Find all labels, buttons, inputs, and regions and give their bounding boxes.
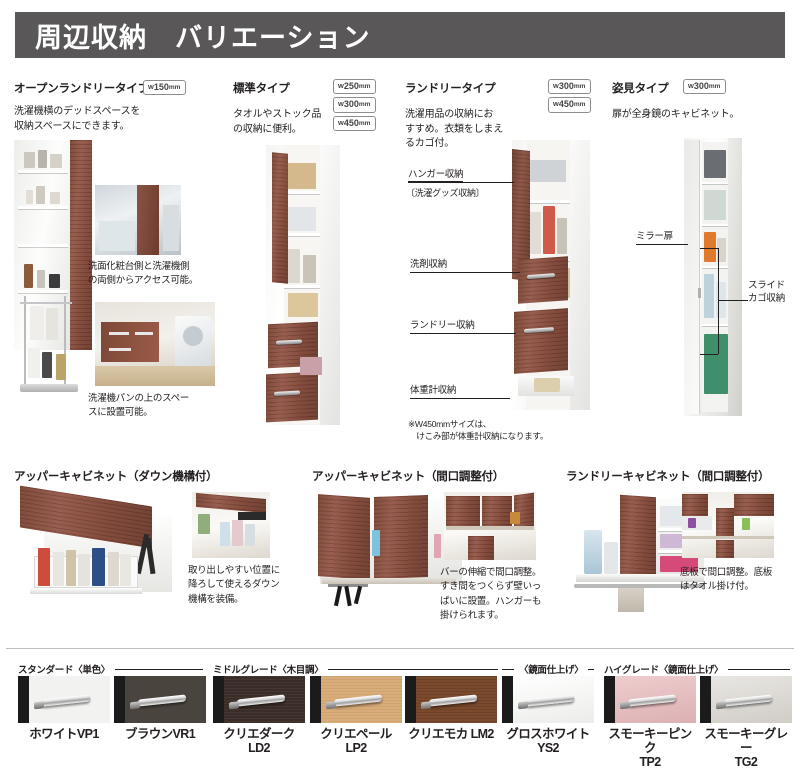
photo-open-laundry-access <box>95 185 181 255</box>
callout-hanger-sub: 〔洗濯グッズ収納〕 <box>406 188 485 198</box>
callout-slide-basket-label: スライド カゴ収納 <box>748 280 785 304</box>
grade-label: 〈鏡面仕上げ〉 <box>519 665 584 676</box>
section-title-laundry: ランドリータイプ <box>405 83 496 95</box>
grade-label: ミドルグレード〈木目調〉 <box>213 665 324 676</box>
section-desc-open-laundry: 洗濯機横のデッドスペースを 収納スペースにできます。 <box>14 106 141 132</box>
color-name: ブラウンVR1 <box>124 727 196 741</box>
color-swatch-brown-vr1[interactable]: ブラウンVR1 <box>114 676 206 741</box>
width-badge: w300mm <box>548 79 592 95</box>
badges-laundry: w300mm w450mm <box>548 79 592 113</box>
width-badge: w300mm <box>333 97 377 113</box>
section-desc-laundry: 洗濯用品の収納にお すすめ。衣類をしまえ るカゴ付。 <box>405 109 503 149</box>
photo-laundry-cab-usage <box>682 492 774 558</box>
grade-heading-high: ハイグレード〈鏡面仕上げ〉 <box>604 662 790 676</box>
color-swatch-crie-dark-ld2[interactable]: クリエダークLD2 <box>213 676 305 755</box>
width-badge: w450mm <box>548 97 592 113</box>
grade-heading-gloss: 〈鏡面仕上げ〉 <box>502 662 594 676</box>
callout-scale-label: 体重計収納 <box>410 385 457 396</box>
caption-upper-down: 取り出しやすい位置に 降ろして使えるダウン 機構を装備。 <box>188 565 280 605</box>
badges-open-laundry: w150mm <box>143 80 187 96</box>
swatch-tile <box>310 676 402 723</box>
swatch-tile <box>502 676 594 723</box>
page-header-banner: 周辺収納 バリエーション <box>15 12 785 58</box>
width-badge: w450mm <box>333 115 377 131</box>
callout-laundry-label: ランドリー収納 <box>410 320 475 331</box>
badges-standard: w250mm w300mm w450mm <box>333 79 377 131</box>
photo-open-laundry-pan <box>95 302 215 386</box>
color-swatch-smoky-pink-tp2[interactable]: スモーキーピンク TP2 <box>604 676 696 769</box>
swatch-divider <box>6 648 794 649</box>
color-swatch-crie-pale-lp2[interactable]: クリエペールLP2 <box>310 676 402 755</box>
color-name: ホワイトVP1 <box>29 727 99 741</box>
grade-heading-standard: スタンダード〈単色〉 <box>18 662 203 676</box>
section-title-open-laundry: オープンランドリータイプ <box>14 83 149 95</box>
color-name: グロスホワイトYS2 <box>506 727 590 755</box>
cabinet-title-laundry-cab: ランドリーキャビネット（間口調整付） <box>566 471 770 483</box>
page-title: 周辺収納 バリエーション <box>35 22 371 53</box>
width-badge: w300mm <box>683 79 727 95</box>
color-name: クリエペールLP2 <box>320 727 392 755</box>
swatch-tile <box>213 676 305 723</box>
swatch-tile <box>700 676 792 723</box>
photo-upper-width-usage <box>444 492 536 560</box>
color-swatch-smoky-gray-tg2[interactable]: スモーキーグレー TG2 <box>700 676 792 769</box>
width-badge: w150mm <box>143 80 187 96</box>
swatch-tile <box>114 676 206 723</box>
product-image-mirror-unit <box>684 138 742 416</box>
caption-open-laundry-pan: 洗濯機パンの上のスペー スに設置可能。 <box>88 393 190 419</box>
grade-heading-middle: ミドルグレード〈木目調〉 <box>213 662 498 676</box>
product-image-wire-rack <box>18 292 86 412</box>
swatch-tile <box>405 676 497 723</box>
photo-upper-down-usage <box>192 492 270 558</box>
color-swatch-gloss-white-ys2[interactable]: グロスホワイトYS2 <box>502 676 594 755</box>
caption-laundry-cab: 底板で間口調整。底板 はタオル掛け付。 <box>680 567 773 593</box>
section-title-standard: 標準タイプ <box>233 83 290 95</box>
width-badge: w250mm <box>333 79 377 95</box>
product-image-upper-width <box>316 494 466 607</box>
swatch-tile <box>604 676 696 723</box>
cabinet-title-upper-width: アッパーキャビネット（間口調整付） <box>312 471 505 483</box>
color-swatch-white-vp1[interactable]: ホワイトVP1 <box>18 676 110 741</box>
callout-mirror-door-label: ミラー扉 <box>636 231 673 242</box>
section-desc-mirror: 扉が全身鏡のキャビネット。 <box>612 109 740 120</box>
color-name: スモーキーグレー TG2 <box>704 727 788 769</box>
grade-label: ハイグレード〈鏡面仕上げ〉 <box>604 665 724 676</box>
caption-open-laundry-access: 洗面化粧台側と洗濯機側 の両側からアクセス可能。 <box>88 261 198 287</box>
color-name: クリエダークLD2 <box>223 727 295 755</box>
caption-upper-width: バーの伸縮で間口調整。 すき間をつくらず壁いっ ぱいに設置。ハンガーも 掛けられ… <box>440 567 542 621</box>
color-name: クリエモカ LM2 <box>408 727 494 741</box>
badges-mirror: w300mm <box>683 79 727 95</box>
product-image-laundry-unit <box>512 140 590 410</box>
color-swatch-crie-moka-lm2[interactable]: クリエモカ LM2 <box>405 676 497 741</box>
callout-detergent-label: 洗剤収納 <box>410 259 447 270</box>
swatch-tile <box>18 676 110 723</box>
callout-hanger-label: ハンガー収納 <box>408 166 464 182</box>
section-desc-standard: タオルやストック品 の収納に便利。 <box>233 109 322 135</box>
product-image-upper-down <box>20 485 180 602</box>
product-image-standard-unit <box>266 145 340 425</box>
section-title-mirror: 姿見タイプ <box>612 83 669 95</box>
cabinet-title-upper-down: アッパーキャビネット（ダウン機構付） <box>14 471 218 483</box>
note-laundry-w450: ※W450mmサイズは、 けこみ部が体重計収納になります。 <box>408 419 549 442</box>
color-name: スモーキーピンク TP2 <box>608 727 692 769</box>
grade-label: スタンダード〈単色〉 <box>18 665 111 676</box>
